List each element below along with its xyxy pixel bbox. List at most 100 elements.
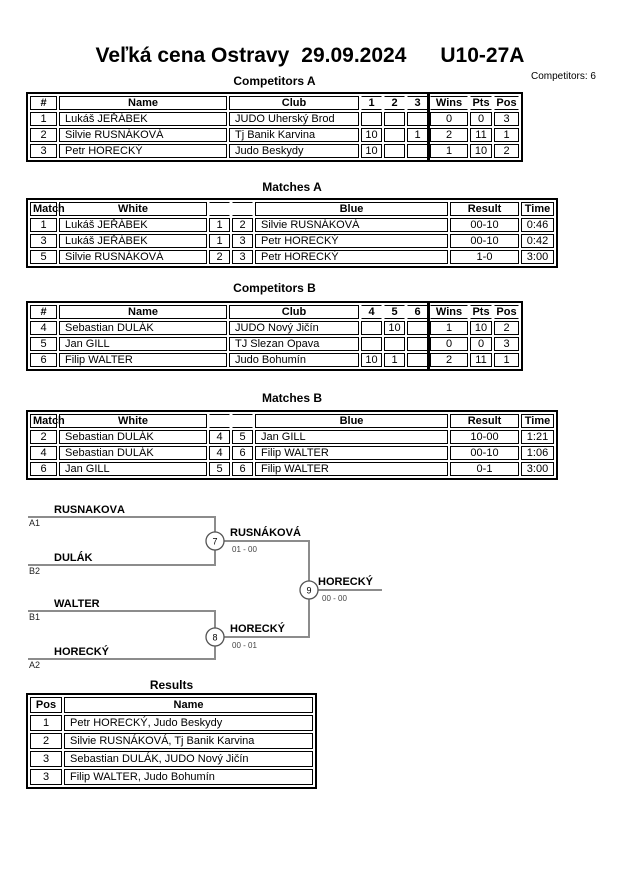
col-header-spacer [209,202,230,216]
match-result: 00-10 [450,218,519,232]
bracket-match8-circle [205,627,225,647]
blue-draw-number: 6 [232,446,253,460]
section-title-matches-a: Matches A [262,180,322,194]
col-header-r3: 3 [407,96,428,110]
bracket-semi2-bottom-name: HORECKÝ [54,645,110,658]
bracket-semi2-winner-name: HORECKÝ [230,622,286,635]
pos-value: 1 [494,353,519,367]
white-name: Jan GILL [59,462,207,476]
col-header-blue: Blue [255,202,448,216]
bracket-semi1-bottom-seed: B2 [29,566,40,576]
round-score [361,112,382,126]
competitors-b-table: # Name Club 4 5 6 Wins Pts Pos 4 Sebasti… [26,301,523,371]
match-time: 3:00 [521,462,554,476]
round-score [361,321,382,335]
col-header-result: Result [450,202,519,216]
col-header-wins: Wins [430,96,468,110]
bracket-semi1-top-seed: A1 [29,518,40,528]
pos-value: 3 [494,337,519,351]
round-score [384,337,405,351]
round-score [407,112,428,126]
col-header-name: Name [59,96,227,110]
blue-name: Petr HORECKÝ [255,250,448,264]
competitor-name: Filip WALTER [59,353,227,367]
col-header-spacer [232,202,253,216]
match-time: 1:06 [521,446,554,460]
col-header-time: Time [521,202,554,216]
bracket-semi2-bottom-seed: A2 [29,660,40,670]
result-name: Sebastian DULÁK, JUDO Nový Jičín [64,751,313,767]
blue-draw-number: 2 [232,218,253,232]
round-score: 10 [384,321,405,335]
pos-value: 1 [494,128,519,142]
match-result: 10-00 [450,430,519,444]
round-score [407,353,428,367]
pos-value: 2 [494,144,519,158]
competitor-num: 2 [30,128,57,142]
col-header-pos: Pos [30,697,62,713]
round-score [361,337,382,351]
round-score [407,337,428,351]
white-draw-number: 5 [209,462,230,476]
bracket-semi1-top-name: RUSNÁKOVÁ [54,505,125,516]
section-title-matches-b: Matches B [261,391,323,405]
col-header-name: Name [64,697,313,713]
round-score [384,128,405,142]
white-draw-number: 2 [209,250,230,264]
blue-name: Silvie RUSNÁKOVÁ [255,218,448,232]
match-time: 0:46 [521,218,554,232]
competitor-name: Silvie RUSNÁKOVÁ [59,128,227,142]
bracket-semi2-score: 00 - 01 [232,641,257,650]
col-header-club: Club [229,305,359,319]
col-header-pos: Pos [494,305,519,319]
matches-b-table: Match White Blue Result Time 2 Sebastian… [26,410,558,480]
thick-divider [427,94,430,160]
pts-value: 10 [470,321,492,335]
col-header-spacer [209,414,230,428]
match-number: 2 [30,430,57,444]
section-title-competitors-b: Competitors B [233,281,316,295]
match-number: 3 [30,234,57,248]
round-score: 1 [407,128,428,142]
round-score: 10 [361,144,382,158]
pts-value: 11 [470,353,492,367]
round-score [384,112,405,126]
wins-value: 1 [430,321,468,335]
bracket-semi1-bottom-name: DULÁK [54,551,93,564]
competitor-num: 5 [30,337,57,351]
blue-name: Filip WALTER [255,462,448,476]
competitor-num: 3 [30,144,57,158]
competitor-name: Sebastian DULÁK [59,321,227,335]
competitor-club: JUDO Uherský Brod [229,112,359,126]
col-header-pts: Pts [470,96,492,110]
pts-value: 0 [470,337,492,351]
competitor-num: 1 [30,112,57,126]
competitor-club: Judo Beskydy [229,144,359,158]
match-number: 1 [30,218,57,232]
match-number: 6 [30,462,57,476]
pts-value: 10 [470,144,492,158]
white-draw-number: 4 [209,446,230,460]
col-header-num: # [30,305,57,319]
section-title-results: Results [149,678,194,692]
bracket-match7-number: 7 [212,537,217,547]
match-result: 1-0 [450,250,519,264]
result-name: Silvie RUSNÁKOVÁ, Tj Banik Karvina [64,733,313,749]
thick-divider [427,303,430,369]
section-title-competitors-a: Competitors A [233,74,316,88]
matches-a-table: Match White Blue Result Time 1 Lukáš JEŘ… [26,198,558,268]
result-name: Filip WALTER, Judo Bohumín [64,769,313,785]
round-score: 1 [384,353,405,367]
col-header-match: Match [30,202,65,216]
competitor-club: TJ Slezan Opava [229,337,359,351]
bracket-semi1-score: 01 - 00 [232,545,257,554]
wins-value: 2 [430,128,468,142]
white-name: Sebastian DULÁK [59,430,207,444]
col-header-match: Match [30,414,65,428]
match-number: 4 [30,446,57,460]
col-header-r5: 5 [384,305,405,319]
match-number: 5 [30,250,57,264]
event-date: 29.09.2024 [301,44,407,67]
pos-value: 3 [494,112,519,126]
